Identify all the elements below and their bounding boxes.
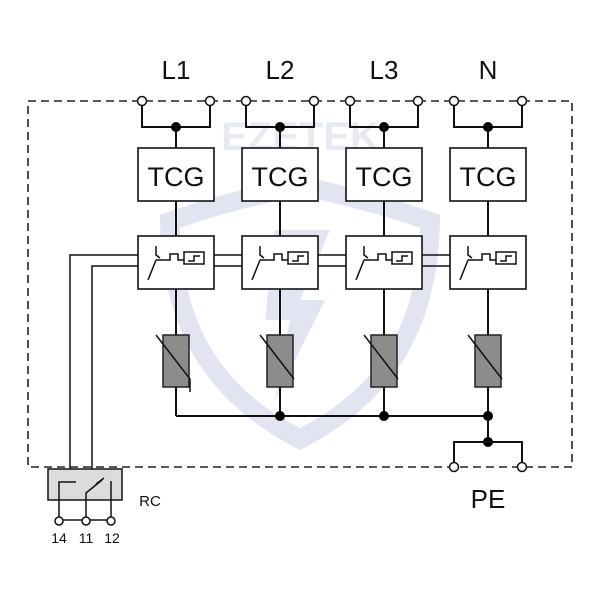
- remote-contact-block: [47, 468, 123, 526]
- tcg-label-n: TCG: [460, 162, 517, 192]
- thermal-glyph-n: [500, 255, 512, 262]
- terminal-l3-b: [412, 95, 424, 107]
- terminal-l3-a: [344, 95, 356, 107]
- terminal-l2-a: [240, 95, 252, 107]
- phase-label-l2: L2: [266, 55, 295, 85]
- rc-terminal-14-label: 14: [51, 530, 67, 546]
- enclosure-boundary: [27, 100, 573, 468]
- pe-terminal-left: [448, 461, 460, 473]
- rc-label: RC: [139, 493, 161, 510]
- tcg-label-l3: TCG: [356, 162, 413, 192]
- switch-symbol-l3: [355, 246, 392, 281]
- rc-terminal-12-label: 12: [104, 530, 120, 546]
- varistor-arrow-n: [467, 334, 503, 380]
- switch-symbol-l2: [251, 246, 288, 281]
- thermal-glyph-l3: [396, 255, 408, 262]
- thermal-disconnector-l1: [137, 235, 215, 290]
- tcg-label-l2: TCG: [252, 162, 309, 192]
- watermark-shield: [160, 175, 440, 450]
- thermal-element-l1: [183, 251, 205, 265]
- terminal-l1-b: [204, 95, 216, 107]
- switch-symbol-l1: [147, 246, 184, 281]
- rc-terminal-14: [54, 516, 64, 526]
- phase-column-n: N TCG: [448, 55, 528, 416]
- tcg-module-l2: [241, 147, 319, 202]
- tcg-module-l1: [137, 147, 215, 202]
- bus-junction-l3: [379, 411, 389, 421]
- varistor-arrow-l2: [259, 334, 295, 380]
- mechanical-linkage: [69, 254, 450, 480]
- pe-bridge: [453, 441, 523, 467]
- bus-junction-l2: [275, 411, 285, 421]
- pe-terminal-right: [516, 461, 528, 473]
- thermal-glyph-l2: [292, 255, 304, 262]
- thermal-disconnector-n: [449, 235, 527, 290]
- terminal-n-a: [448, 95, 460, 107]
- thermal-element-l3: [391, 251, 413, 265]
- varistor-arrow-l3: [363, 334, 399, 380]
- rc-terminal-11-label: 11: [79, 530, 94, 546]
- varistor-arrow-l1: [155, 334, 191, 392]
- pe-label: PE: [471, 484, 506, 514]
- thermal-disconnector-l3: [345, 235, 423, 290]
- switch-symbol-n: [459, 246, 496, 281]
- phase-label-l1: L1: [162, 55, 191, 85]
- phase-label-l3: L3: [370, 55, 399, 85]
- terminal-n-b: [516, 95, 528, 107]
- rc-terminal-11: [81, 516, 91, 526]
- thermal-element-n: [495, 251, 517, 265]
- thermal-element-l2: [287, 251, 309, 265]
- terminal-l2-b: [308, 95, 320, 107]
- terminal-l1-a: [136, 95, 148, 107]
- rc-terminal-12: [106, 516, 116, 526]
- tcg-module-n: [449, 147, 527, 202]
- thermal-glyph-l1: [188, 255, 200, 262]
- tcg-label-l1: TCG: [148, 162, 205, 192]
- thermal-disconnector-l2: [241, 235, 319, 290]
- phase-label-n: N: [479, 55, 498, 85]
